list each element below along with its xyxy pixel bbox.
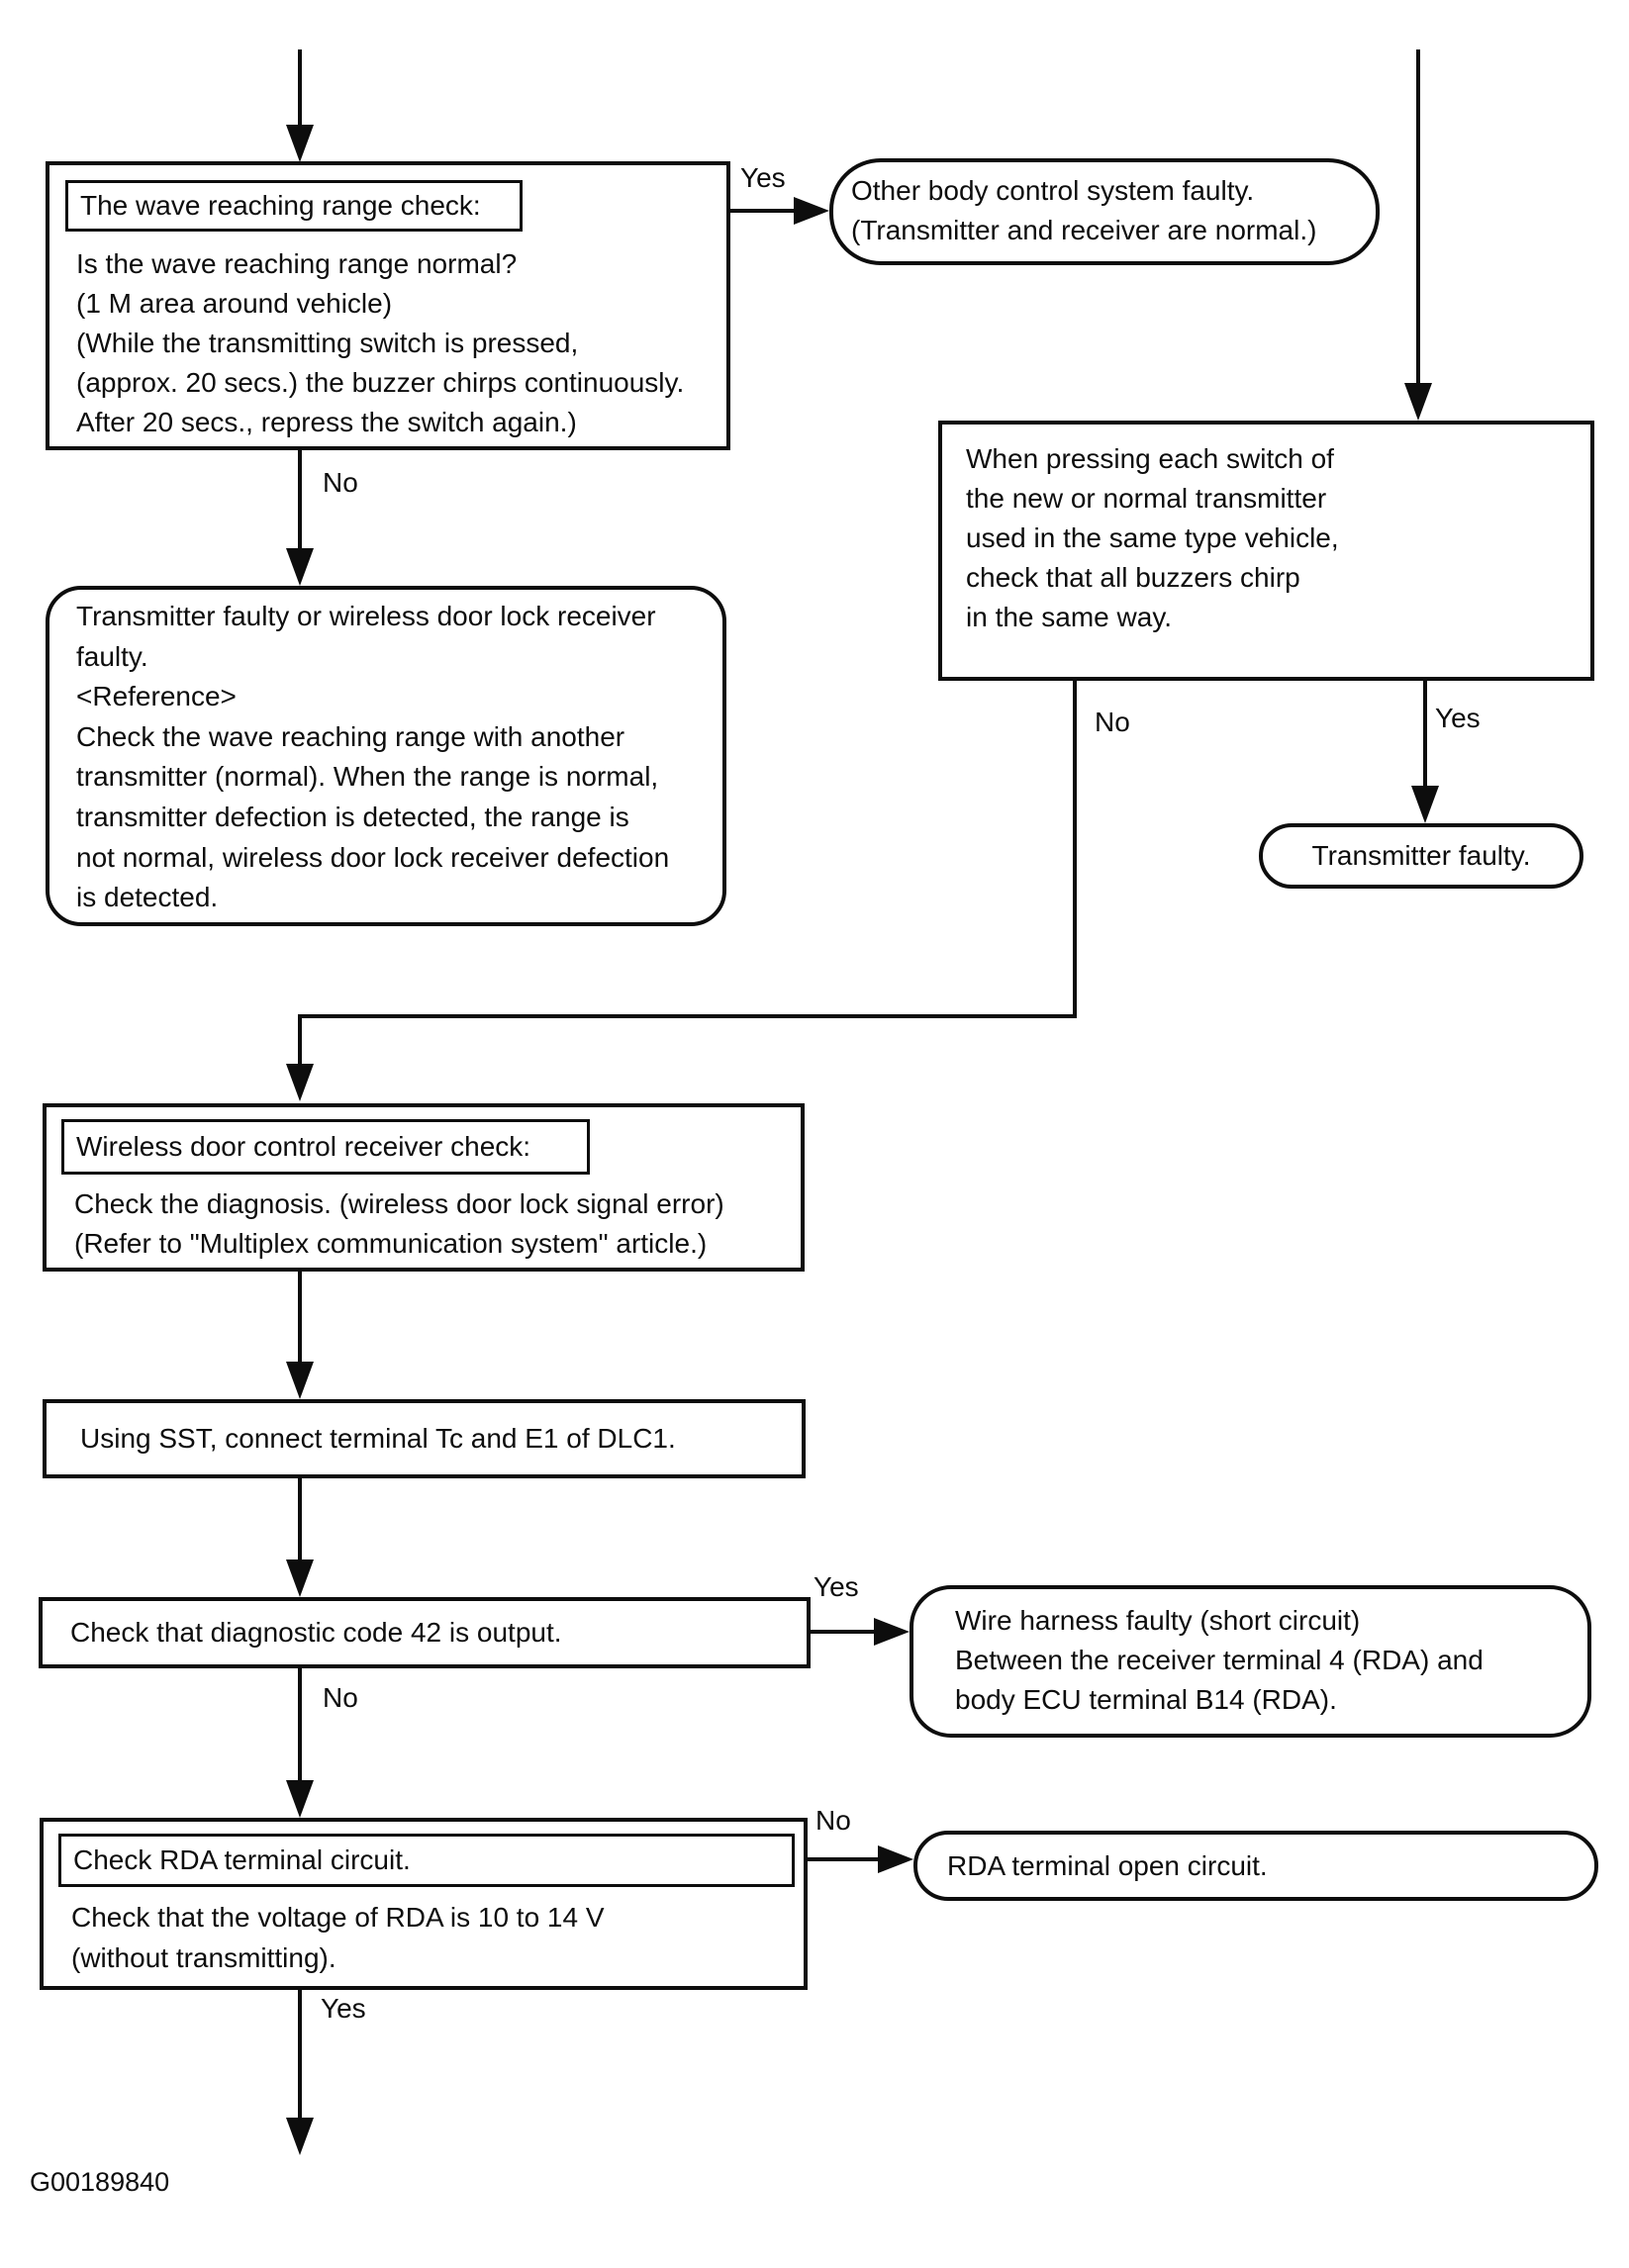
- text-line: is detected.: [76, 882, 219, 913]
- flow-node-other-body-control: Other body control system faulty. (Trans…: [829, 158, 1380, 265]
- connector-top-entry-left: [298, 49, 302, 126]
- flow-node-receiver-check: Wireless door control receiver check: Ch…: [43, 1103, 805, 1272]
- text-line: After 20 secs., repress the switch again…: [76, 407, 577, 437]
- node-text: When pressing each switch of the new or …: [966, 439, 1339, 637]
- connector-pressing-no: [1073, 681, 1077, 1018]
- node-text: Transmitter faulty.: [1311, 840, 1531, 871]
- flow-node-rda-open-circuit: RDA terminal open circuit.: [913, 1831, 1598, 1901]
- text-line: transmitter (normal). When the range is …: [76, 761, 659, 793]
- connector-receiver-to-sst: [298, 1272, 302, 1362]
- flow-node-diag-code-42: Check that diagnostic code 42 is output.: [39, 1597, 811, 1668]
- flow-node-wave-check: The wave reaching range check: Is the wa…: [46, 161, 730, 450]
- edge-label-yes: Yes: [814, 1571, 859, 1602]
- connector-junction-horizontal: [298, 1014, 1077, 1018]
- flow-node-transmitter-or-receiver-faulty: Transmitter faulty or wireless door lock…: [46, 586, 726, 926]
- text-line: (Refer to "Multiplex communication syste…: [74, 1228, 708, 1259]
- text-line: Is the wave reaching range normal?: [76, 248, 518, 279]
- edge-label-no: No: [815, 1805, 851, 1836]
- connector-rda-yes: [298, 1990, 302, 2118]
- arrowhead-down-icon: [286, 1362, 314, 1399]
- node-title: The wave reaching range check:: [65, 180, 523, 232]
- text-line: body ECU terminal B14 (RDA).: [955, 1684, 1337, 1715]
- arrowhead-down-icon: [286, 1559, 314, 1597]
- flow-node-when-pressing: When pressing each switch of the new or …: [938, 421, 1594, 681]
- flow-node-rda-terminal-check: Check RDA terminal circuit. Check that t…: [40, 1818, 808, 1990]
- edge-label-yes: Yes: [740, 162, 786, 193]
- text-line: When pressing each switch of: [966, 443, 1334, 474]
- edge-label-yes: Yes: [1435, 703, 1481, 733]
- connector-sst-to-diag: [298, 1478, 302, 1559]
- node-text: Check that the voltage of RDA is 10 to 1…: [71, 1897, 605, 1978]
- text-line: Check that the voltage of RDA is 10 to 1…: [71, 1902, 605, 1933]
- edge-label-yes: Yes: [321, 1993, 366, 2024]
- arrowhead-right-icon: [794, 197, 829, 225]
- node-text: Using SST, connect terminal Tc and E1 of…: [80, 1423, 676, 1454]
- arrowhead-right-icon: [874, 1618, 910, 1646]
- text-line: (approx. 20 secs.) the buzzer chirps con…: [76, 367, 685, 398]
- connector-wave-no: [298, 450, 302, 548]
- text-line: Wire harness faulty (short circuit): [955, 1605, 1361, 1636]
- text-line: <Reference>: [76, 681, 237, 712]
- edge-label-no: No: [323, 467, 358, 498]
- text-line: (without transmitting).: [71, 1942, 336, 1973]
- arrowhead-down-icon: [286, 125, 314, 162]
- connector-rda-no: [808, 1857, 878, 1861]
- text-line: check that all buzzers chirp: [966, 562, 1300, 593]
- connector-diag-no: [298, 1668, 302, 1780]
- arrowhead-down-icon: [286, 1780, 314, 1818]
- arrowhead-right-icon: [878, 1845, 913, 1873]
- text-line: Other body control system faulty.: [851, 175, 1255, 206]
- edge-label-no: No: [1095, 707, 1130, 737]
- text-line: faulty.: [76, 640, 148, 672]
- node-title: Wireless door control receiver check:: [61, 1119, 590, 1175]
- text-line: used in the same type vehicle,: [966, 522, 1339, 553]
- connector-diag-yes: [811, 1630, 874, 1634]
- text-line: (1 M area around vehicle): [76, 288, 393, 319]
- connector-top-entry-right: [1416, 49, 1420, 383]
- connector-wave-yes: [730, 209, 796, 213]
- text-line: Between the receiver terminal 4 (RDA) an…: [955, 1645, 1484, 1675]
- text-line: Transmitter faulty or wireless door lock…: [76, 601, 656, 631]
- edge-label-no: No: [323, 1682, 358, 1713]
- arrowhead-down-icon: [1404, 383, 1432, 421]
- connector-pressing-yes: [1423, 681, 1427, 786]
- node-text: Check that diagnostic code 42 is output.: [70, 1617, 562, 1648]
- node-text: Other body control system faulty. (Trans…: [851, 171, 1316, 250]
- node-title: Check RDA terminal circuit.: [58, 1834, 795, 1887]
- flow-node-wire-harness-faulty: Wire harness faulty (short circuit) Betw…: [910, 1585, 1591, 1738]
- node-text: Is the wave reaching range normal? (1 M …: [76, 244, 684, 442]
- text-line: the new or normal transmitter: [966, 483, 1327, 514]
- text-line: (While the transmitting switch is presse…: [76, 328, 579, 358]
- node-text: Transmitter faulty or wireless door lock…: [76, 597, 669, 918]
- text-line: in the same way.: [966, 602, 1173, 632]
- flow-node-transmitter-faulty: Transmitter faulty.: [1259, 823, 1583, 889]
- text-line: not normal, wireless door lock receiver …: [76, 841, 670, 873]
- arrowhead-down-icon: [286, 548, 314, 586]
- figure-id: G00189840: [30, 2167, 170, 2197]
- text-line: Check the diagnosis. (wireless door lock…: [74, 1188, 724, 1219]
- node-text: RDA terminal open circuit.: [947, 1850, 1268, 1881]
- node-text: Check the diagnosis. (wireless door lock…: [74, 1184, 724, 1264]
- text-line: transmitter defection is detected, the r…: [76, 801, 629, 832]
- connector-junction-vertical: [298, 1018, 302, 1064]
- text-line: Check the wave reaching range with anoth…: [76, 720, 625, 752]
- arrowhead-down-icon: [1411, 786, 1439, 823]
- flow-node-using-sst: Using SST, connect terminal Tc and E1 of…: [43, 1399, 806, 1478]
- arrowhead-down-icon: [286, 1064, 314, 1101]
- arrowhead-down-icon: [286, 2118, 314, 2155]
- text-line: (Transmitter and receiver are normal.): [851, 215, 1317, 245]
- node-text: Wire harness faulty (short circuit) Betw…: [955, 1601, 1484, 1720]
